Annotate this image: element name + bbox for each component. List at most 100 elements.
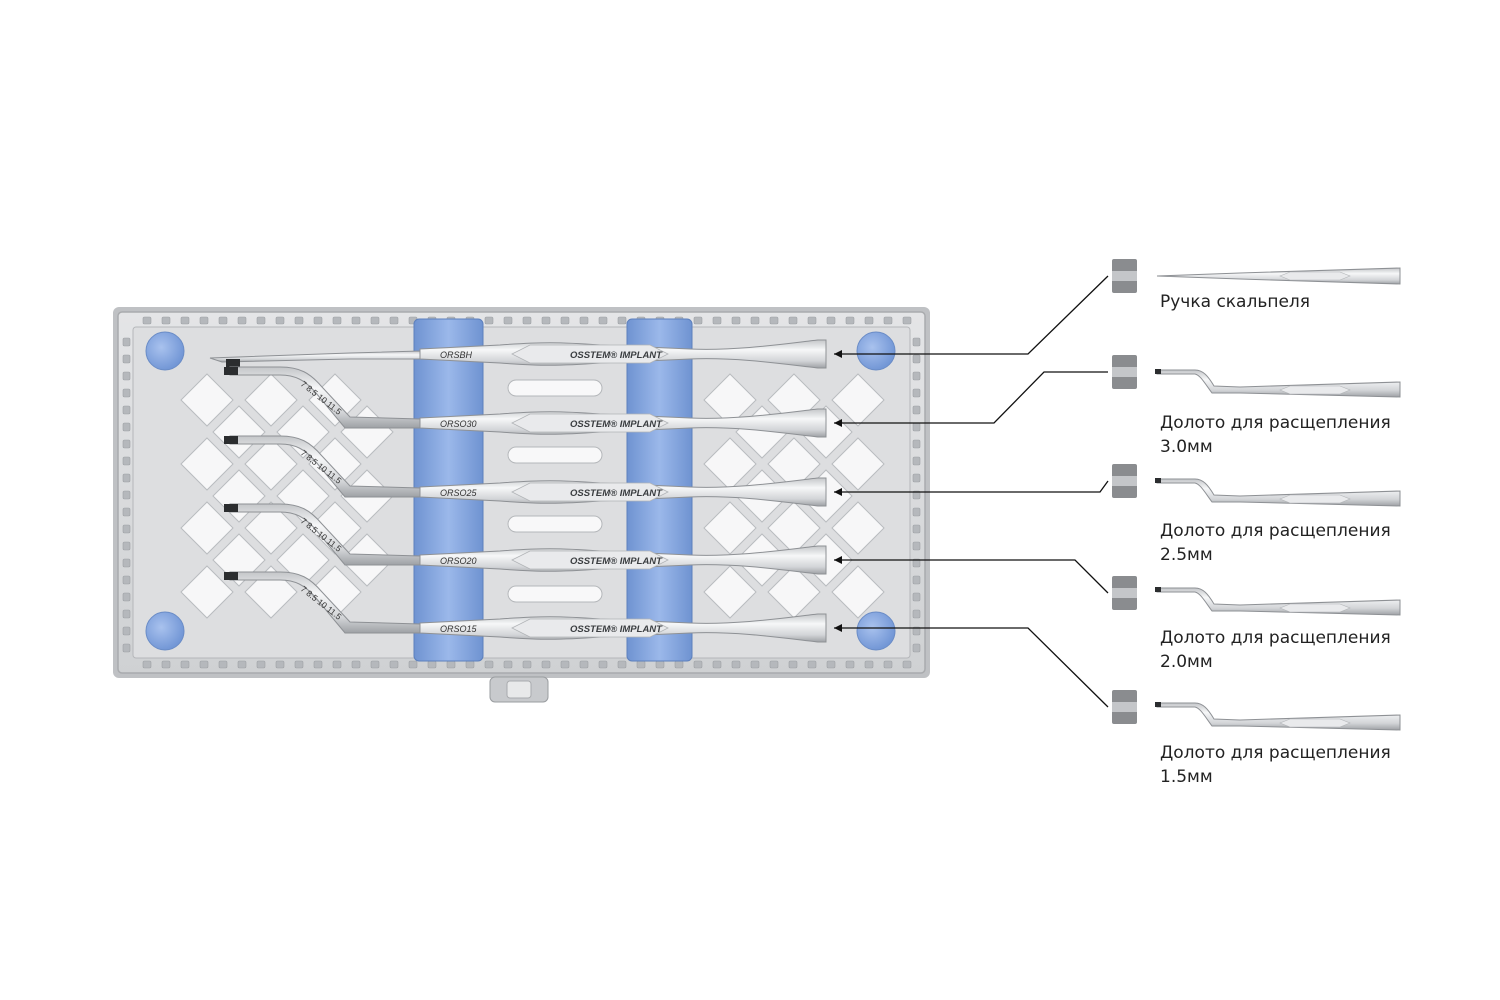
perforation [237,660,247,669]
perforation [560,316,570,325]
perforation [731,660,741,669]
perforation [912,405,921,415]
osteotome-tip [224,436,238,444]
perforation [912,541,921,551]
perforation [122,626,131,636]
perforation [674,660,684,669]
marker-swatch [1112,259,1137,293]
corner-grommet-top-right [856,331,896,371]
perforation [122,439,131,449]
leader-line [834,480,1109,493]
lattice-cell [831,437,885,491]
brand-logo: OSSTEM® IMPLANT [570,350,663,361]
perforation [484,316,494,325]
thumbnail-grip [1279,385,1351,395]
marker-band [1112,588,1137,598]
arrowhead [834,624,842,632]
perforation [912,354,921,364]
perforation [712,316,722,325]
lattice-cell [244,501,298,555]
perforation [750,660,760,669]
perforation [389,660,399,669]
label-line1: Долото для расщепления [1160,413,1391,433]
thumbnail-orsbh [1156,267,1401,285]
lattice-cell [831,565,885,619]
perforation [693,316,703,325]
perforation [522,316,532,325]
perforation [465,660,475,669]
tray-slots [507,379,603,603]
thumbnail-grip [1279,603,1351,613]
label-osteotome-25: Долото для расщепления 2.5мм [1160,519,1391,567]
perforation [560,660,570,669]
perforation [912,473,921,483]
marker-swatch [1112,355,1137,389]
tray-slot [507,585,603,603]
perforation [912,575,921,585]
perforation [256,660,266,669]
lattice-cell [180,565,234,619]
instrument-code: ORSO20 [440,556,477,566]
handle-grip [511,618,669,638]
perforation [294,660,304,669]
lattice-cell [703,501,757,555]
blade-mount [226,359,240,367]
brand-logo: OSSTEM® IMPLANT [570,624,663,635]
perforation [912,439,921,449]
thumbnail-grip [1279,718,1351,728]
label-line1: Долото для расщепления [1160,628,1391,648]
perforation [826,316,836,325]
perforation [579,660,589,669]
arrowhead [834,419,842,427]
tray-latch[interactable] [489,676,549,703]
leader-line [834,559,1109,594]
marker-swatch [1112,464,1137,498]
perforation [199,316,209,325]
corner-grommet-bottom-left [145,611,185,651]
perforation [912,507,921,517]
perforation [912,337,921,347]
perforation [655,660,665,669]
lattice-cell [212,405,266,459]
perforation [122,609,131,619]
perforation [408,660,418,669]
perforation [617,660,627,669]
perforation [122,354,131,364]
perforation [427,660,437,669]
perforation [122,558,131,568]
leader-line [834,275,1109,355]
perforation [122,507,131,517]
perforation [218,316,228,325]
label-osteotome-15: Долото для расщепления 1.5мм [1160,741,1391,789]
label-scalpel-handle: Ручка скальпеля [1160,290,1310,314]
perforation [864,316,874,325]
perforation [332,316,342,325]
corner-grommet-bottom-right [856,611,896,651]
thumbnail-scalpel [1156,267,1401,285]
perforation [912,558,921,568]
perforation [598,316,608,325]
perforation [122,405,131,415]
perforation [122,643,131,653]
perforation [122,337,131,347]
label-line2: 2.0мм [1160,652,1213,672]
lattice-cell [244,437,298,491]
marker-band [1112,367,1137,377]
perforation [731,316,741,325]
tray-slot [507,515,603,533]
thumbnail-grip [1279,271,1351,281]
perforation [180,660,190,669]
thumbnail-grip [1279,494,1351,504]
label-line2: 3.0мм [1160,437,1213,457]
instrument-code: ORSBH [440,350,473,360]
perforation [807,660,817,669]
perforation [313,660,323,669]
perforation [807,316,817,325]
instrument-code: ORSO15 [440,624,478,634]
thumbnail-osteotome [1156,587,1401,616]
perforation [912,422,921,432]
tray-slot [507,446,603,464]
lattice-cell [831,373,885,427]
